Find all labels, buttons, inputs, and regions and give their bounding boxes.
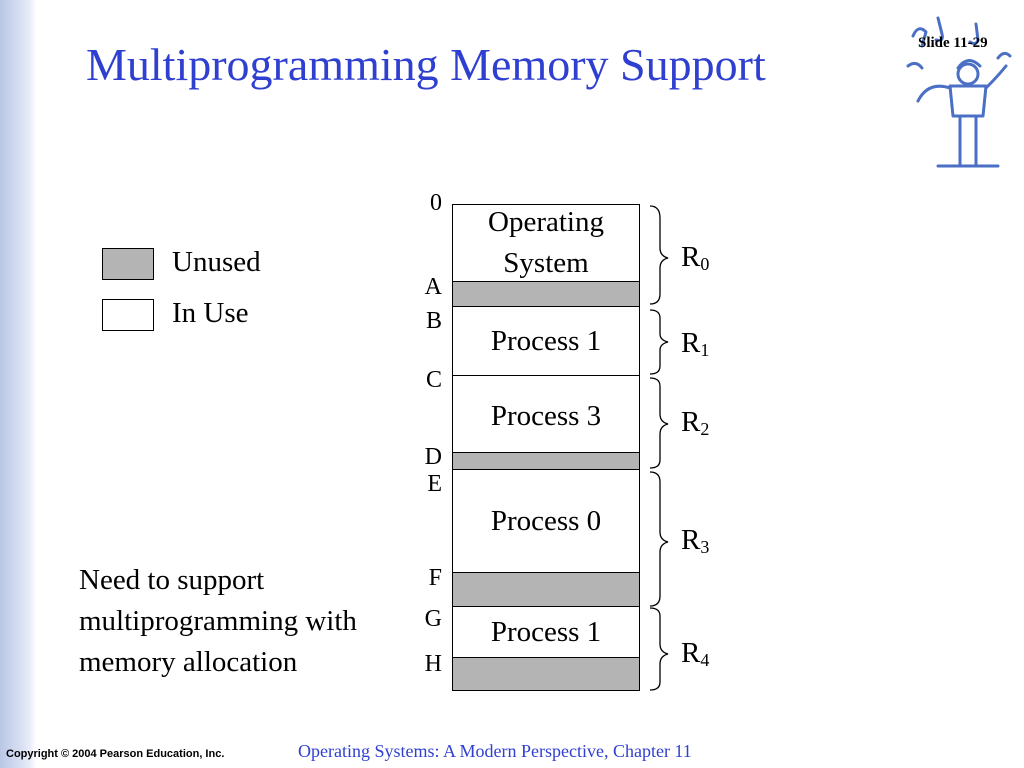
memory-block-label: Process 1	[490, 615, 602, 648]
copyright-text: Copyright © 2004 Pearson Education, Inc.	[6, 748, 225, 760]
legend-inuse-label: In Use	[172, 297, 249, 329]
brace-r0	[649, 205, 669, 305]
memory-block-label: Process 3	[490, 400, 602, 432]
memory-block-unused	[452, 657, 640, 691]
memory-block-process-1: Process 1	[452, 606, 640, 658]
memory-block-operating-system: Operating System	[452, 204, 640, 282]
address-label: A	[424, 274, 442, 300]
memory-block-label: Process 1	[490, 324, 602, 357]
address-label: F	[428, 565, 442, 591]
brace-r2	[649, 377, 669, 469]
memory-block-unused	[452, 572, 640, 607]
address-label: E	[427, 471, 442, 497]
memory-block-unused	[452, 452, 640, 470]
memory-block-label: System	[503, 247, 589, 279]
address-label: H	[424, 651, 442, 677]
slide-number: Slide 11-29	[918, 35, 988, 51]
brace-r1	[649, 309, 669, 375]
brace-r3	[649, 471, 669, 607]
region-label-r4: R4	[681, 637, 710, 670]
memory-block-process-1: Process 1	[452, 306, 640, 376]
region-label-r1: R1	[681, 327, 710, 360]
footer-text: Operating Systems: A Modern Perspective,…	[298, 741, 692, 761]
address-label: G	[424, 606, 442, 632]
memory-block-process-3: Process 3	[452, 375, 640, 453]
memory-block-process-0: Process 0	[452, 469, 640, 573]
region-label-r3: R3	[681, 524, 710, 557]
memory-block-label: Operating	[488, 206, 604, 239]
region-label-r2: R2	[681, 406, 710, 439]
legend-inuse-swatch	[102, 299, 154, 331]
address-label: B	[425, 308, 442, 334]
conductor-logo-icon	[906, 16, 1012, 168]
legend-unused-swatch	[102, 248, 154, 280]
side-gradient-bar	[0, 0, 36, 768]
brace-r4	[649, 607, 669, 691]
memory-block-label: Process 0	[490, 504, 602, 537]
memory-block-unused	[452, 281, 640, 307]
region-braces	[649, 205, 669, 691]
address-label: 0	[430, 190, 442, 216]
address-label: D	[424, 444, 442, 470]
legend-unused-label: Unused	[172, 246, 261, 278]
slide-title: Multiprogramming Memory Support	[86, 39, 766, 90]
address-label: C	[425, 367, 442, 393]
note-text: Need to support multiprogramming with me…	[79, 564, 357, 678]
region-label-r0: R0	[681, 241, 710, 274]
